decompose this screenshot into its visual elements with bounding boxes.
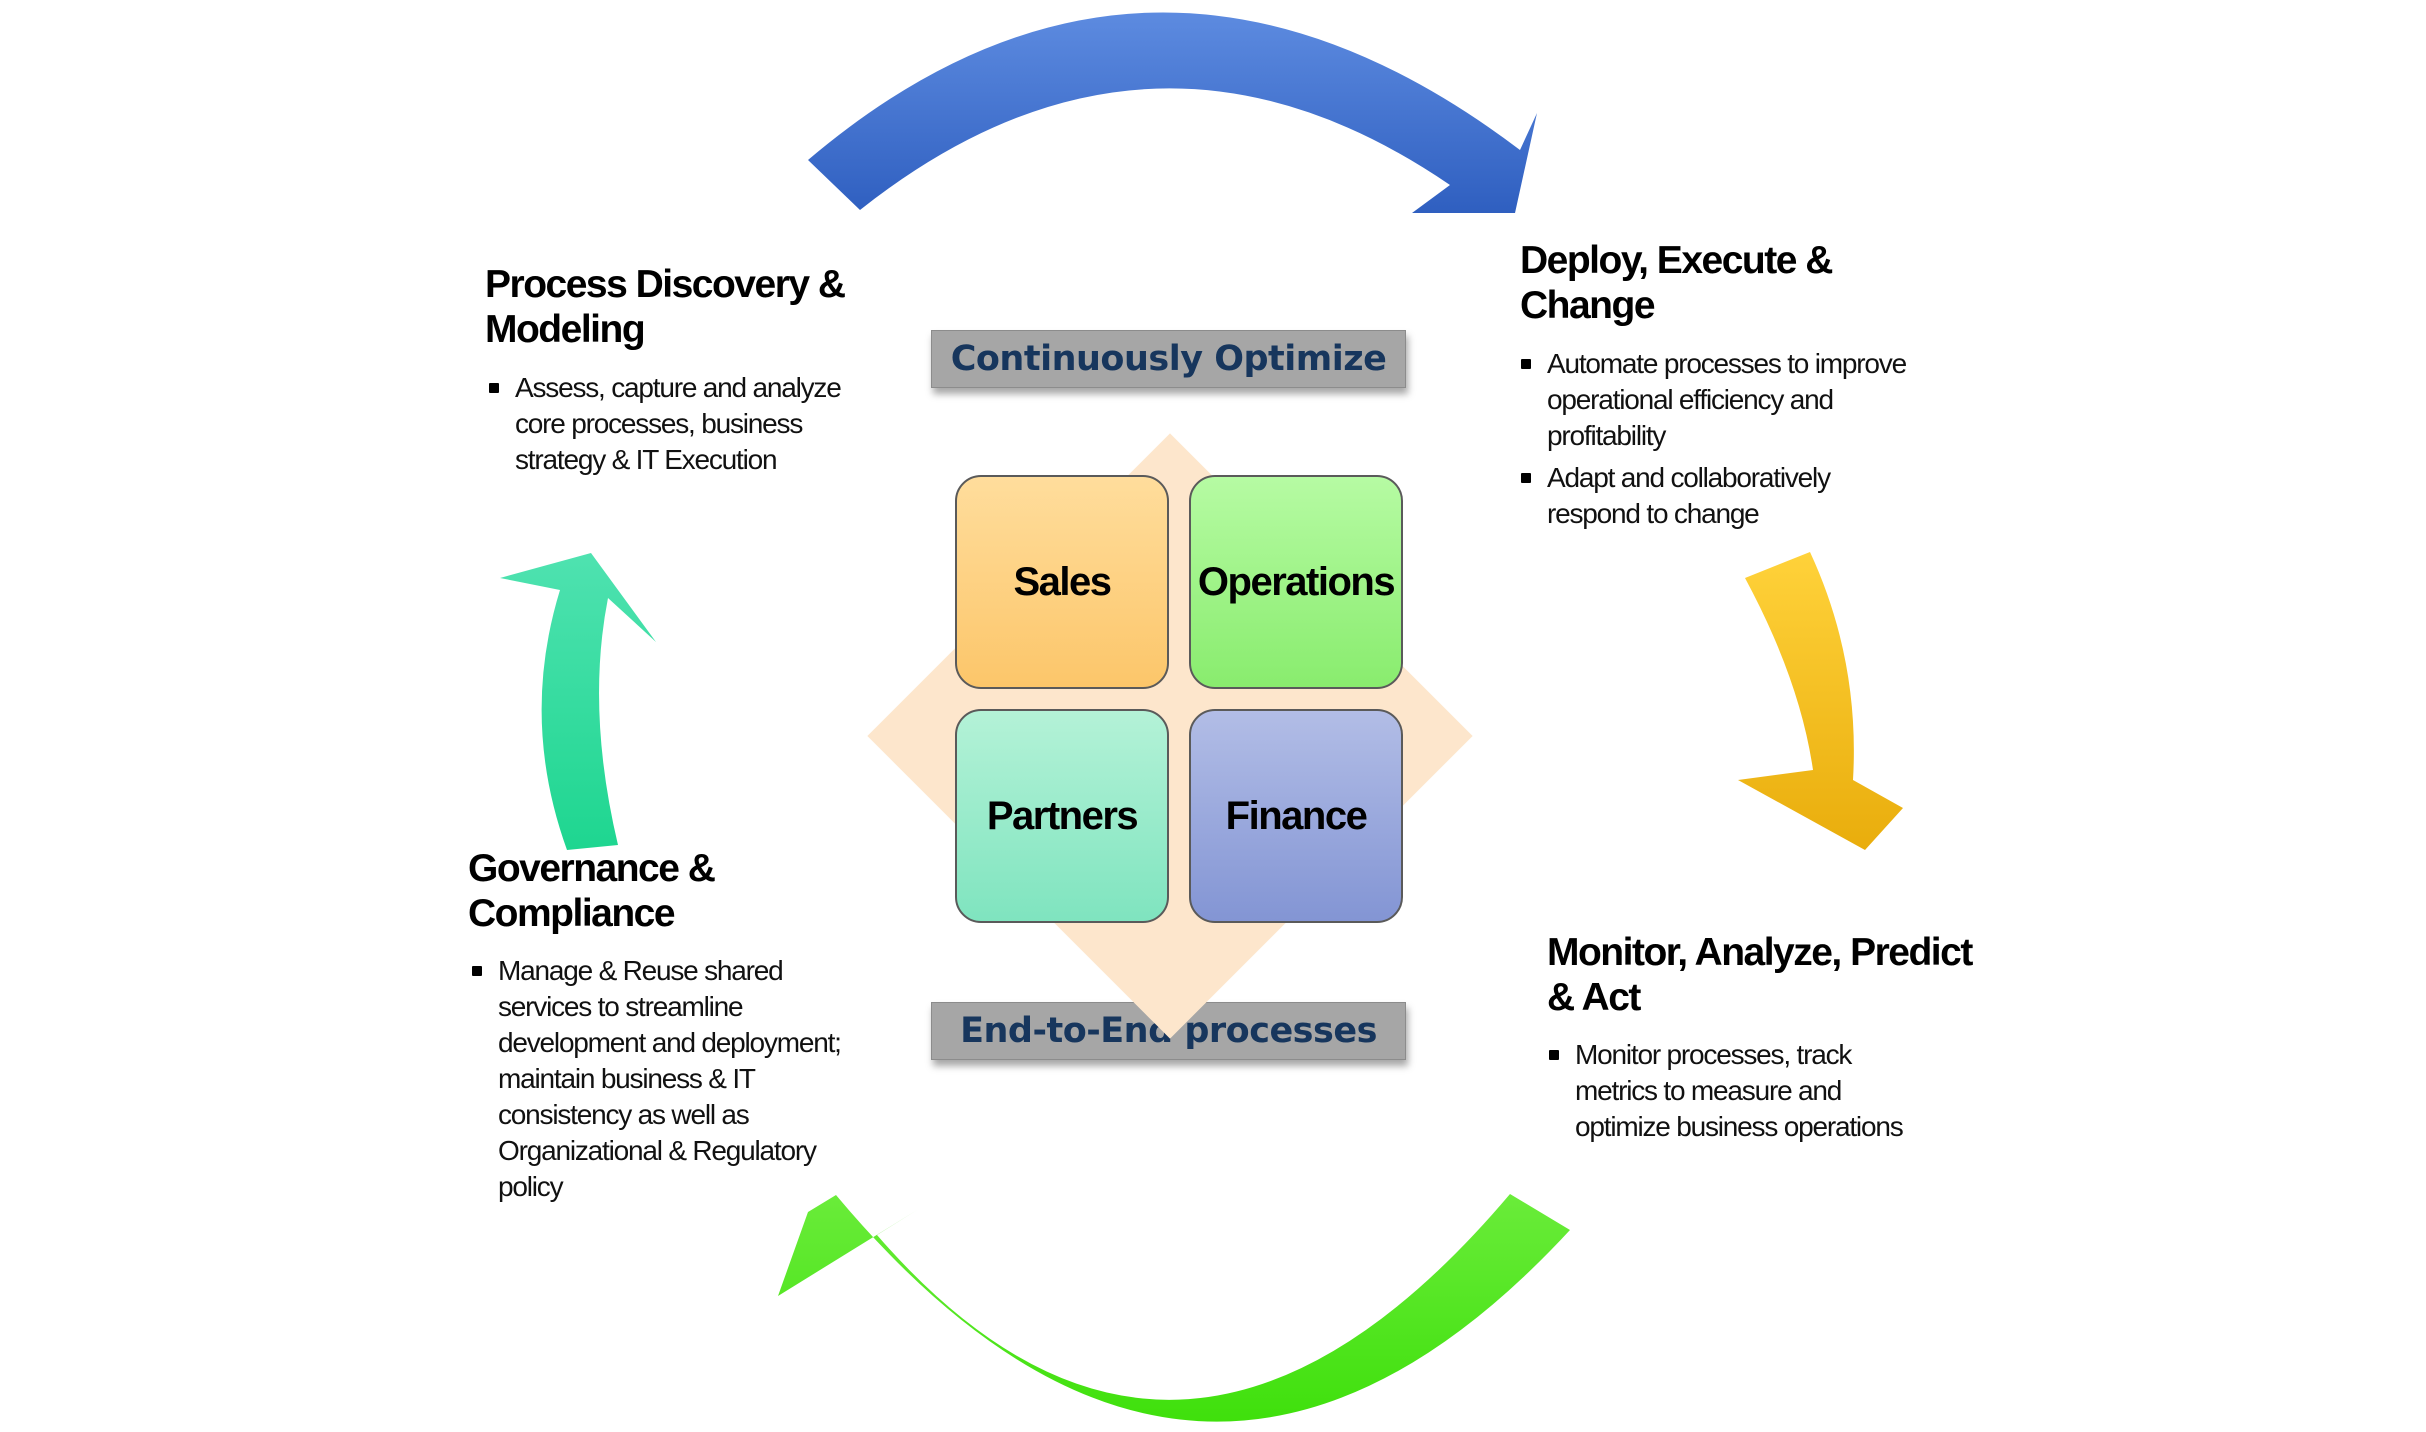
deploy-title-line2: Change [1520, 284, 1656, 327]
cell-sales: Sales [955, 475, 1169, 689]
deploy-bullet-2: Adapt and collaboratively respond to cha… [1521, 460, 1917, 532]
cell-partners: Partners [955, 709, 1169, 923]
deploy-title-line1: Deploy, Execute & [1520, 239, 1833, 282]
monitor-title-line2: & Act [1547, 976, 1641, 1019]
stage-title-governance: Governance & Compliance [468, 846, 716, 936]
deploy-bullets: Automate processes to improve operationa… [1519, 346, 1917, 538]
monitor-title-line1: Monitor, Analyze, Predict [1547, 931, 1973, 974]
cell-finance: Finance [1189, 709, 1403, 923]
deploy-bullet-1: Automate processes to improve operationa… [1521, 346, 1917, 454]
governance-title-line1: Governance & [468, 847, 716, 890]
arrow-right [1738, 552, 1903, 850]
governance-bullet-1: Manage & Reuse shared services to stream… [472, 953, 858, 1205]
governance-bullets: Manage & Reuse shared services to stream… [470, 953, 858, 1211]
discovery-bullet-1: Assess, capture and analyze core process… [489, 370, 875, 478]
arrow-bottom [778, 1194, 1570, 1422]
monitor-bullet-1: Monitor processes, track metrics to meas… [1549, 1037, 1935, 1145]
arrow-left [500, 553, 656, 850]
stage-title-discovery: Process Discovery & Modeling [485, 262, 846, 352]
cell-operations: Operations [1189, 475, 1403, 689]
stage-title-deploy: Deploy, Execute & Change [1520, 238, 1833, 328]
monitor-bullets: Monitor processes, track metrics to meas… [1547, 1037, 1935, 1151]
discovery-title-line2: Modeling [485, 308, 646, 351]
discovery-title-line1: Process Discovery & [485, 263, 846, 306]
stage-title-monitor: Monitor, Analyze, Predict & Act [1547, 930, 1973, 1020]
governance-title-line2: Compliance [468, 892, 676, 935]
arrow-top [808, 12, 1537, 213]
discovery-bullets: Assess, capture and analyze core process… [487, 370, 875, 484]
banner-continuously-optimize: Continuously Optimize [931, 330, 1406, 388]
